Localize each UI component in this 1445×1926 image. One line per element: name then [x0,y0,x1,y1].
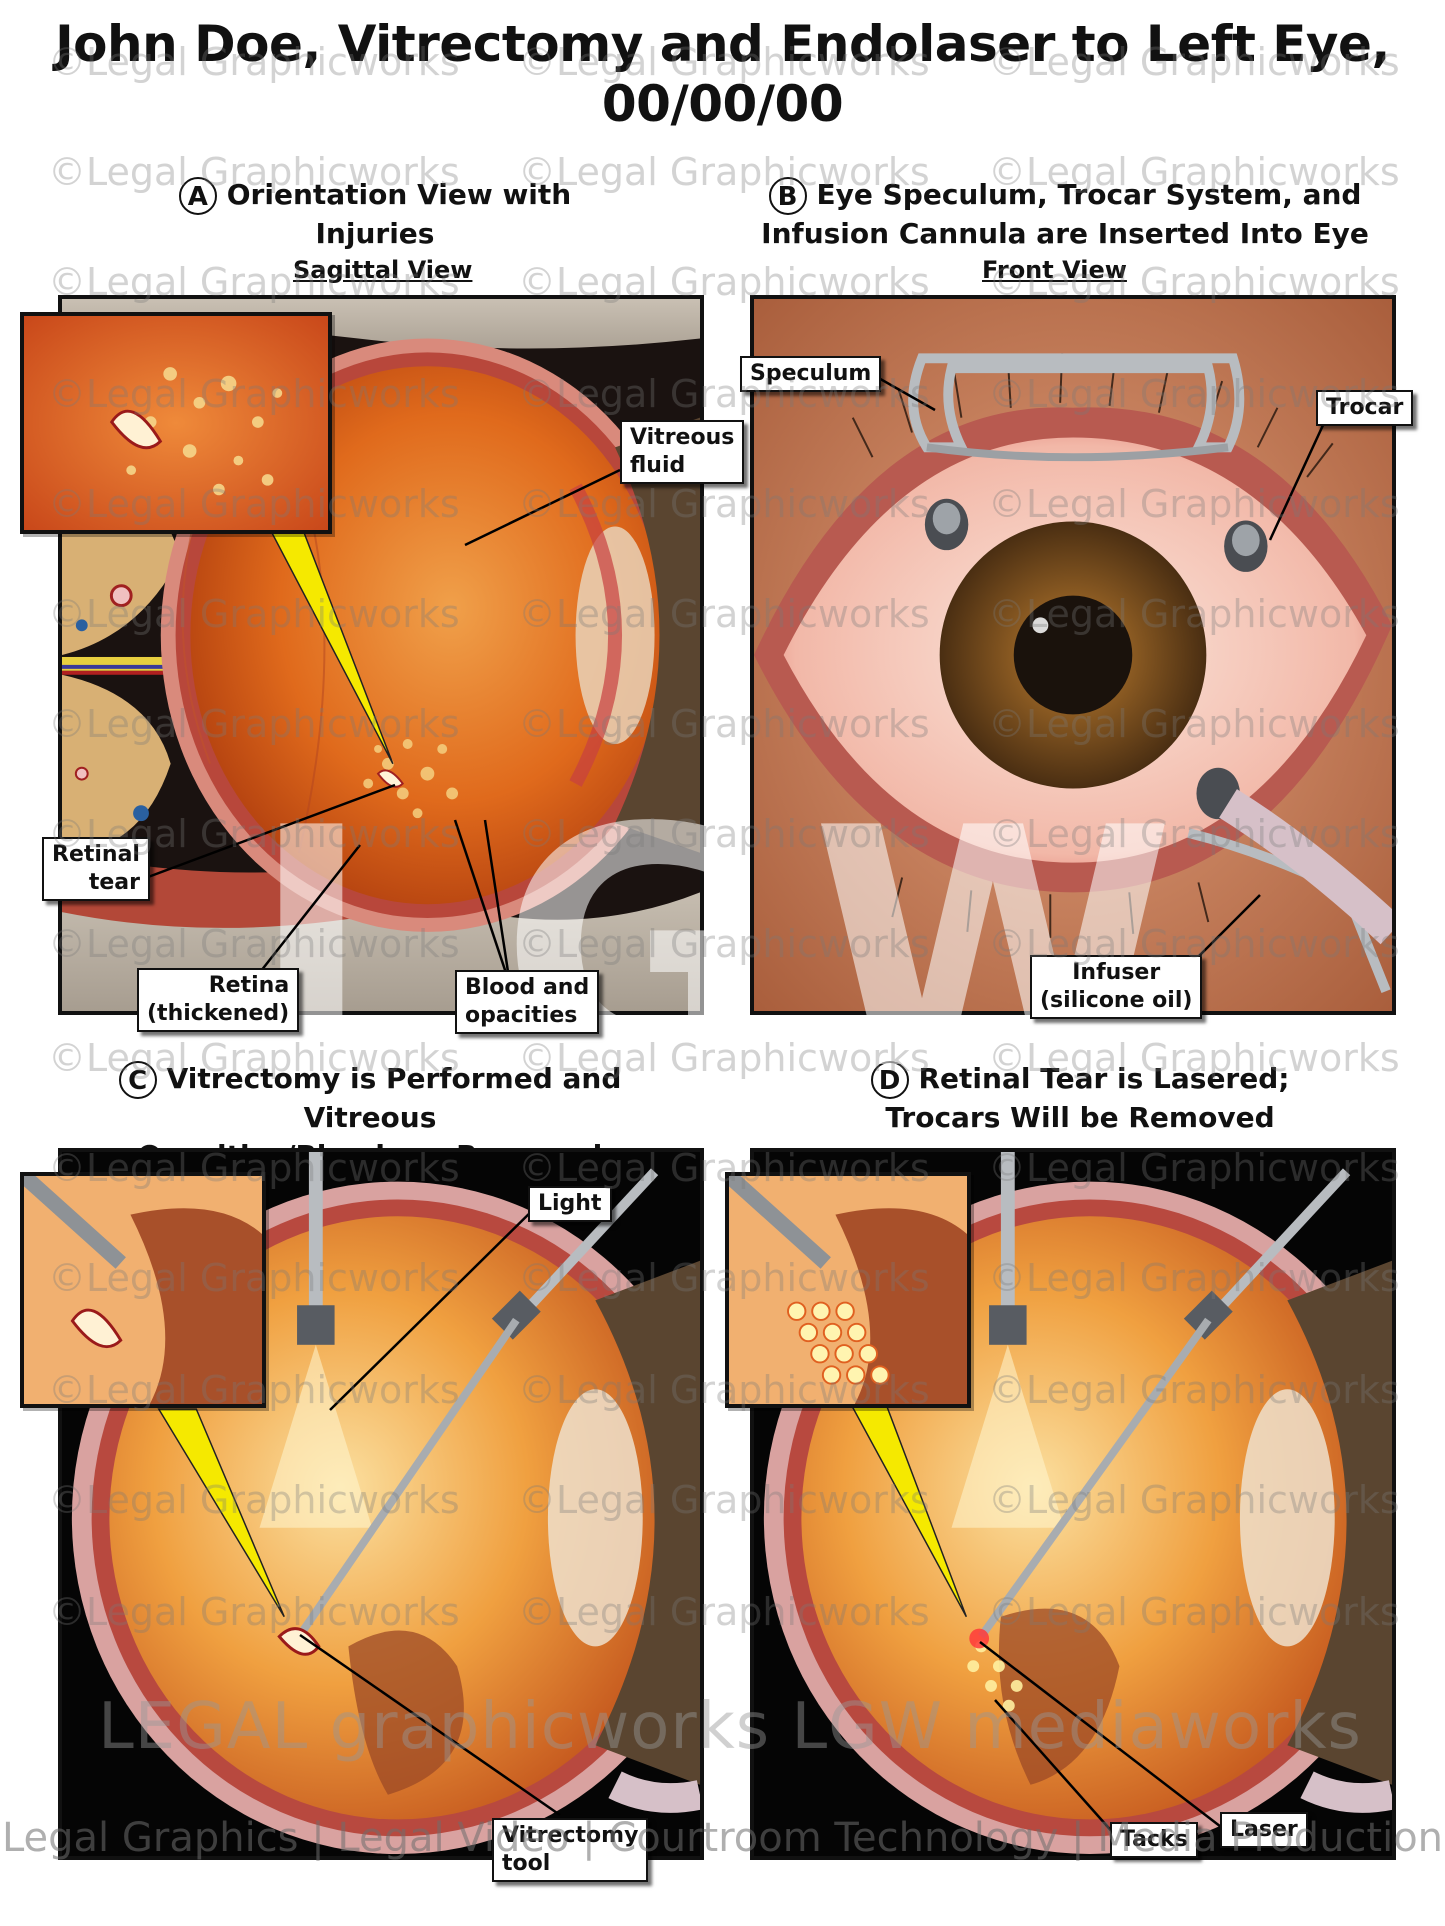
callout-infuser: Infuser (silicone oil) [1030,955,1203,1019]
callout-light: Light [528,1186,612,1222]
panel-d-heading-line-2: Trocars Will be Removed [885,1101,1275,1134]
panel-b-heading-line-1: Eye Speculum, Trocar System, and [816,178,1362,211]
trocar-left [924,498,969,551]
callout-laser: Laser [1220,1812,1308,1848]
page-title-line-1: John Doe, Vitrectomy and Endolaser to Le… [55,15,1390,73]
retinal-tear-closeup [24,316,328,530]
panel-c-heading-line-1: Vitrectomy is Performed and Vitreous [166,1062,622,1134]
callout-retina-thickened: Retina (thickened) [137,968,300,1032]
panel-a-view-label: Sagittal View [293,256,473,284]
vitrectomy-closeup [24,1176,262,1404]
panel-b-illustration [750,295,1396,1015]
panel-c-magnified-inset [20,1172,266,1408]
panel-a-magnified-inset [20,312,332,534]
trocar-right [1224,520,1268,572]
callout-trocar: Trocar [1316,390,1414,426]
lgw-logo-watermark: LGW [250,758,1216,1142]
panel-b-view-label: Front View [982,256,1127,284]
footer-tagline: Legal Graphics | Legal Video | Courtroom… [1,1815,1444,1861]
endolaser-closeup [729,1176,967,1404]
callout-speculum: Speculum [740,356,882,392]
callout-retinal-tear: Retinal tear [42,837,150,901]
panel-a-heading-text: Orientation View with Injuries [226,178,572,250]
panel-d-heading: D Retinal Tear is Lasered; Trocars Will b… [820,1060,1340,1137]
panel-d-magnified-inset [725,1172,971,1408]
panel-a-letter: A [178,177,217,215]
panel-d-letter: D [870,1061,909,1099]
brand-mark: LEGAL graphicworks LGW mediaworks [98,1690,1362,1764]
panel-b-letter: B [768,177,807,215]
panel-b-heading: B Eye Speculum, Trocar System, and Infusi… [755,176,1375,253]
front-eye-drawing [754,299,1392,1011]
page-title: John Doe, Vitrectomy and Endolaser to Le… [0,14,1445,134]
panel-b-heading-line-2: Infusion Cannula are Inserted Into Eye [761,217,1369,250]
page-title-line-2: 00/00/00 [601,75,844,133]
callout-tacks: Tacks [1110,1822,1198,1858]
callout-vitreous-fluid: Vitreous fluid [620,420,745,484]
panel-c-letter: C [118,1061,157,1099]
callout-vitrectomy-tool: Vitrectomy tool [492,1818,649,1882]
callout-blood-and-opacities: Blood and opacities [455,970,600,1034]
panel-d-heading-line-1: Retinal Tear is Lasered; [918,1062,1290,1095]
